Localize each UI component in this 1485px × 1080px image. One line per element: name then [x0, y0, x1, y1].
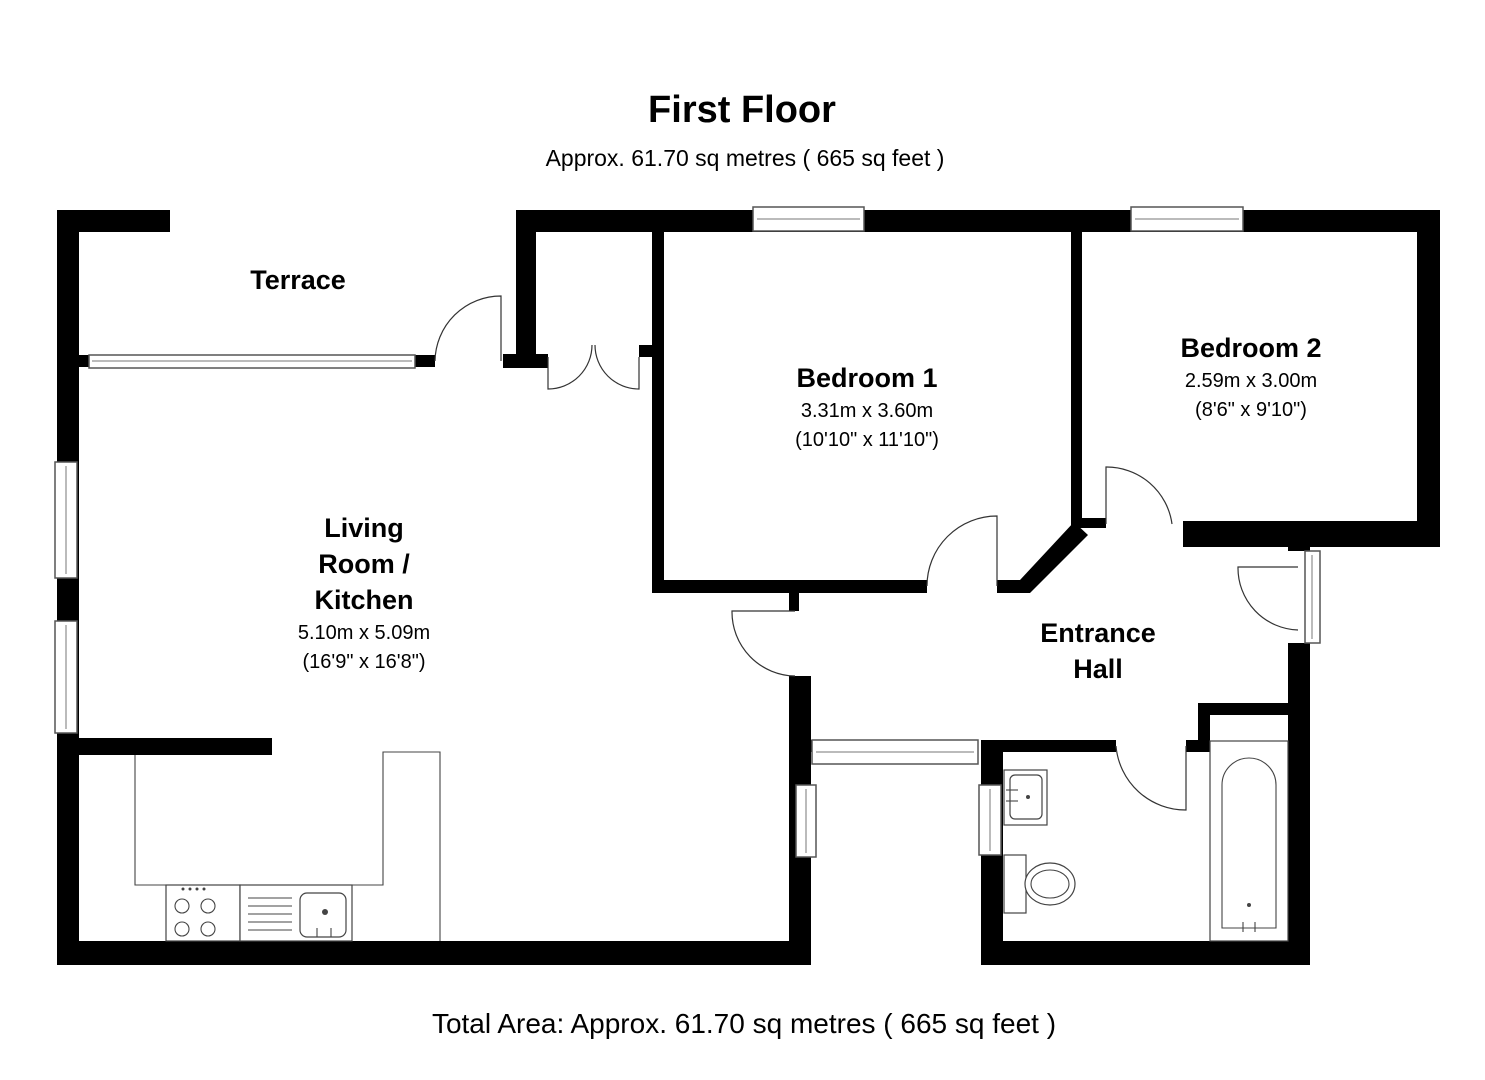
room-label-living-room-kitchen: Living Room / Kitchen 5.10m x 5.09m (16'… — [298, 513, 430, 673]
total-area: Total Area: Approx. 61.70 sq metres ( 66… — [432, 1008, 1056, 1039]
hall-name-line-1: Entrance — [1040, 618, 1156, 648]
bedroom-2-name: Bedroom 2 — [1180, 333, 1321, 363]
floor-title: First Floor — [648, 89, 836, 131]
bedroom-2-metric: 2.59m x 3.00m — [1185, 370, 1317, 392]
hall-name-line-2: Hall — [1073, 654, 1123, 684]
floor-area-subtitle: Approx. 61.70 sq metres ( 665 sq feet ) — [546, 145, 945, 171]
room-label-bedroom-2: Bedroom 2 2.59m x 3.00m (8'6" x 9'10") — [1180, 333, 1321, 421]
kitchen-units — [134, 751, 441, 942]
bedroom-1-imperial: (10'10" x 11'10") — [795, 429, 939, 451]
living-name-line-3: Kitchen — [314, 585, 413, 615]
room-label-terrace: Terrace — [250, 265, 346, 295]
room-label-entrance-hall: Entrance Hall — [1040, 618, 1156, 684]
bedroom-1-name: Bedroom 1 — [796, 363, 937, 393]
bedroom-1-metric: 3.31m x 3.60m — [801, 400, 933, 422]
windows — [54, 206, 1321, 858]
doors — [434, 295, 1299, 811]
living-imperial: (16'9" x 16'8") — [302, 651, 425, 673]
bathroom-fittings — [1003, 740, 1289, 942]
bedroom-2-imperial: (8'6" x 9'10") — [1195, 399, 1307, 421]
terrace-name: Terrace — [250, 265, 346, 295]
living-name-line-2: Room / — [318, 549, 410, 579]
living-name-line-1: Living — [324, 513, 404, 543]
living-metric: 5.10m x 5.09m — [298, 622, 430, 644]
room-label-bedroom-1: Bedroom 1 3.31m x 3.60m (10'10" x 11'10"… — [795, 363, 939, 451]
